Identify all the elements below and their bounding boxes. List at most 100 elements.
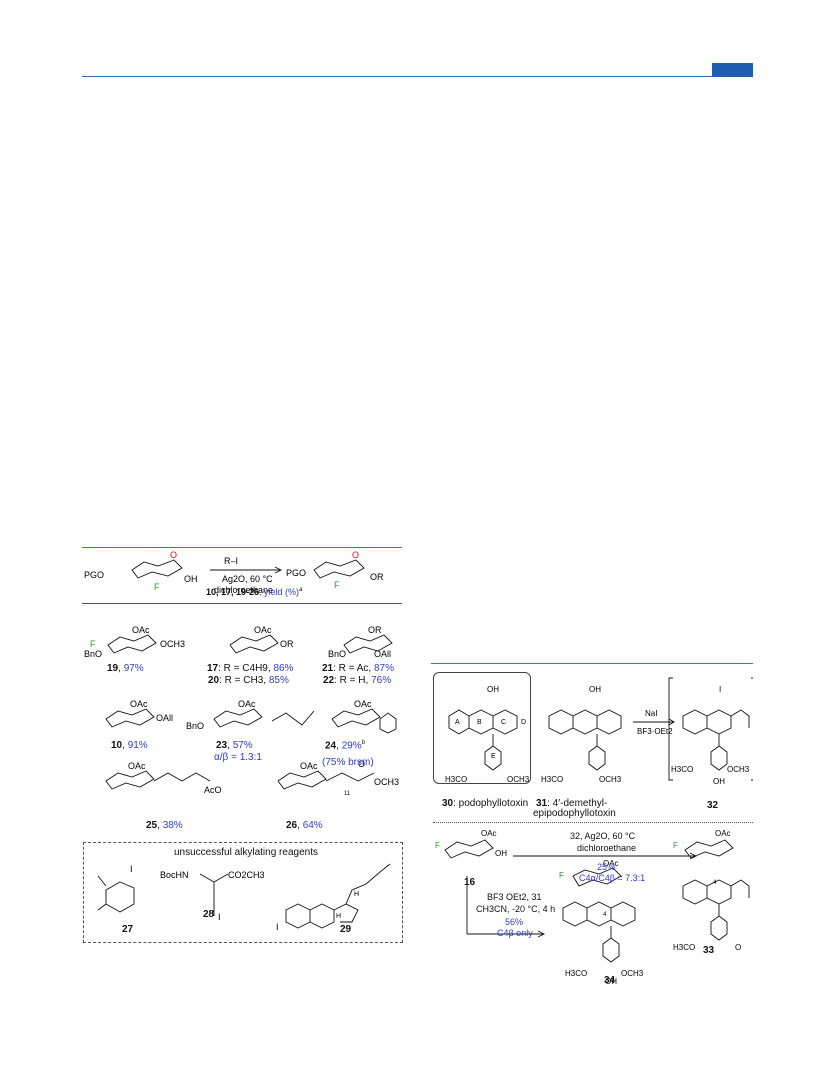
- svg-text:H3CO: H3CO: [565, 969, 587, 978]
- svg-text:H: H: [336, 913, 341, 920]
- label-24-brsm: (75% brsm): [322, 757, 374, 768]
- svg-text:F: F: [435, 841, 440, 850]
- reaction1-yield: 25%: [597, 862, 616, 872]
- scheme-b-top-rule: [431, 663, 753, 664]
- scheme-b-divider: [433, 822, 753, 823]
- svg-text:OAc: OAc: [300, 761, 318, 771]
- label-34: 34: [604, 975, 616, 986]
- svg-text:A: A: [455, 719, 460, 726]
- product-summary: 10, 17, 19-26, yield (%)a: [206, 587, 303, 597]
- label-22: 22: R = H, 76%: [323, 675, 392, 686]
- svg-text:F: F: [673, 841, 678, 850]
- svg-text:I: I: [276, 922, 279, 930]
- reagent-mid: Ag2O, 60 °C: [222, 574, 273, 584]
- label-24: 24, 29%b: [325, 740, 366, 752]
- svg-text:OH: OH: [589, 685, 601, 694]
- svg-text:OR: OR: [368, 625, 382, 635]
- label-10: 10, 91%: [111, 740, 148, 751]
- svg-text:OAc: OAc: [128, 761, 146, 771]
- reactant-ring: [131, 559, 183, 579]
- svg-text:I: I: [719, 685, 721, 694]
- scheme-a-structures: OAc BnO F OCH3 OAc OR OR OAll BnO OAc OA…: [84, 625, 399, 795]
- svg-text:BF3·OEt2: BF3·OEt2: [637, 727, 673, 736]
- svg-text:OH: OH: [713, 777, 725, 786]
- label-23-ratio: α/β = 1.3:1: [214, 752, 262, 763]
- svg-text:CO2CH3: CO2CH3: [228, 870, 265, 880]
- reaction2-selectivity: C4β only: [497, 928, 533, 938]
- scheme-a-figure: PGO F OH O R–I Ag2O, 60 °C dichloroethan…: [84, 550, 384, 595]
- reactant-f: F: [154, 582, 160, 592]
- svg-text:H3CO: H3CO: [541, 775, 563, 784]
- svg-text:C: C: [501, 719, 506, 726]
- product-f: F: [334, 580, 340, 590]
- svg-text:OAc: OAc: [238, 699, 256, 709]
- svg-text:BnO: BnO: [84, 649, 102, 659]
- svg-text:OAc: OAc: [354, 699, 372, 709]
- svg-text:BocHN: BocHN: [160, 870, 189, 880]
- svg-text:OCH3: OCH3: [160, 639, 185, 649]
- label-28: 28: [203, 909, 215, 920]
- label-23: 23, 57%: [216, 740, 253, 751]
- unsuccessful-structures: BocHN CO2CH3 I I I H H: [97, 863, 391, 930]
- reaction2-yield: 56%: [505, 917, 524, 927]
- svg-text:E: E: [491, 753, 496, 760]
- svg-text:OAll: OAll: [374, 649, 391, 659]
- svg-text:D: D: [521, 719, 526, 726]
- header-tab: [712, 63, 753, 77]
- svg-text:OH: OH: [495, 849, 507, 858]
- svg-text:NaI: NaI: [645, 709, 657, 718]
- ring-oxygen-b: O: [352, 550, 359, 560]
- reactant-prefix: PGO: [84, 570, 104, 580]
- header-rule: [82, 76, 753, 77]
- svg-text:OAc: OAc: [130, 699, 148, 709]
- product-or: OR: [370, 572, 384, 582]
- label-27: 27: [122, 924, 134, 935]
- label-25: 25, 38%: [146, 820, 183, 831]
- unsuccessful-title: unsuccessful alkylating reagents: [174, 847, 318, 858]
- podophyllotoxin-box: [433, 672, 531, 784]
- svg-text:OCH3: OCH3: [621, 969, 644, 978]
- svg-text:4: 4: [603, 912, 607, 918]
- reaction2-reagent-mid: CH3CN, -20 °C, 4 h: [476, 904, 556, 914]
- reagent-top: R–I: [224, 556, 238, 566]
- svg-text:OAc: OAc: [254, 625, 272, 635]
- svg-text:11: 11: [344, 791, 351, 795]
- label-20: 20: R = CH3, 85%: [208, 675, 289, 686]
- svg-text:OCH3: OCH3: [374, 777, 399, 787]
- svg-text:OH: OH: [487, 685, 499, 694]
- scheme-a-top-rule: [82, 547, 402, 548]
- label-29: 29: [340, 924, 352, 935]
- unsuccessful-reagents-box: [83, 842, 403, 943]
- svg-text:OAc: OAc: [715, 829, 731, 838]
- ring-oxygen-a: O: [170, 550, 177, 560]
- label-31-line1: 31: 4′-demethyl-: [536, 798, 608, 809]
- svg-text:H3CO: H3CO: [671, 765, 693, 774]
- label-16: 16: [464, 877, 476, 888]
- svg-text:I: I: [130, 864, 133, 874]
- product-prefix: PGO: [286, 568, 306, 578]
- svg-text:F: F: [559, 871, 564, 880]
- svg-text:H3CO: H3CO: [445, 775, 467, 784]
- reaction1-reagent-top: 32, Ag2O, 60 °C: [570, 831, 636, 841]
- svg-text:BnO: BnO: [328, 649, 346, 659]
- scheme-b-top-structures: A B C D E OH H3CO OCH3 OH H3CO OCH3 NaI …: [445, 677, 753, 786]
- svg-text:OCH3: OCH3: [599, 775, 622, 784]
- label-32: 32: [707, 800, 719, 811]
- product-ring: [313, 559, 365, 579]
- reaction2-reagent-top: BF3 OEt2, 31: [487, 892, 542, 902]
- reactant-oh: OH: [184, 574, 198, 584]
- svg-text:BnO: BnO: [186, 721, 204, 731]
- label-19: 19, 97%: [107, 663, 144, 674]
- svg-text:OH: OH: [605, 977, 617, 986]
- svg-text:F: F: [90, 639, 96, 649]
- label-33: 33: [703, 945, 715, 956]
- svg-text:OAc: OAc: [481, 829, 497, 838]
- label-26: 26, 64%: [286, 820, 323, 831]
- scheme-a-mid-rule: [82, 603, 402, 604]
- svg-text:B: B: [477, 719, 482, 726]
- svg-text:H3CO: H3CO: [673, 943, 695, 952]
- reagent-bottom: dichloroethane: [214, 585, 273, 595]
- reaction-arrowhead: [274, 566, 283, 574]
- svg-text:OR: OR: [280, 639, 294, 649]
- svg-text:4: 4: [713, 880, 717, 886]
